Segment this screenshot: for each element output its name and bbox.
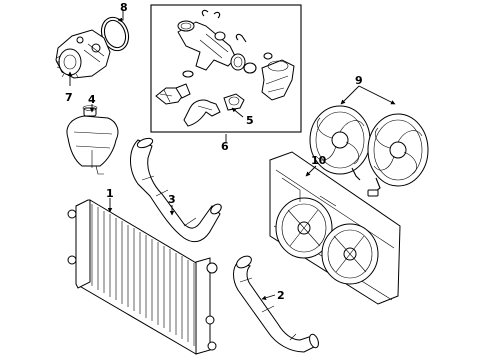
- callout-5: 5: [246, 114, 254, 127]
- cooling-fan-left: [309, 105, 371, 181]
- leader-lines: [67, 9, 396, 300]
- callout-10: 10: [311, 154, 327, 167]
- callout-9: 9: [355, 74, 363, 87]
- radiator: [67, 199, 218, 355]
- water-pump: [55, 29, 111, 79]
- upper-radiator-hose: [130, 137, 222, 243]
- callout-3: 3: [168, 193, 176, 206]
- callouts: 8 7 4 5 6 9 10 1 3 2: [65, 1, 363, 302]
- callout-4: 4: [88, 93, 96, 106]
- radiator-core-fins: [91, 204, 195, 346]
- thermostat-kit-box: [150, 4, 302, 133]
- cooling-fan-right: [367, 113, 429, 197]
- fan-shroud: [269, 151, 401, 305]
- callout-8: 8: [120, 1, 128, 14]
- coolant-reservoir: [66, 105, 119, 175]
- callout-2: 2: [277, 289, 285, 302]
- lower-radiator-hose: [233, 255, 319, 353]
- callout-7: 7: [65, 91, 73, 104]
- callout-6: 6: [221, 140, 229, 153]
- callout-1: 1: [106, 187, 114, 200]
